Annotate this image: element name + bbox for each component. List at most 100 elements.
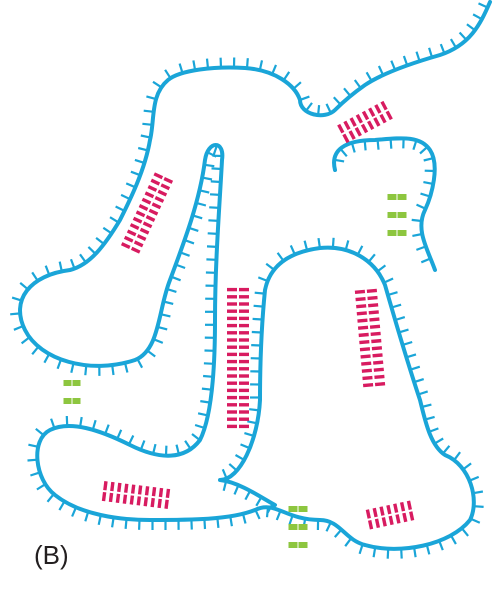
watson-crick-pair bbox=[372, 346, 382, 350]
watson-crick-pair bbox=[227, 410, 237, 413]
watson-crick-pair bbox=[227, 418, 237, 421]
watson-crick-pair bbox=[367, 120, 374, 130]
watson-crick-pair bbox=[371, 332, 381, 336]
watson-crick-pair bbox=[379, 506, 384, 516]
watson-crick-pair bbox=[117, 483, 121, 492]
watson-crick-pair bbox=[227, 346, 237, 349]
watson-crick-pair bbox=[361, 124, 368, 134]
watson-crick-pair bbox=[239, 367, 249, 370]
watson-crick-pair bbox=[239, 410, 249, 413]
watson-crick-pair bbox=[369, 317, 379, 321]
watson-crick-pair bbox=[161, 183, 171, 190]
watson-crick-pair bbox=[127, 229, 137, 236]
watson-crick-pair bbox=[370, 325, 380, 329]
panel-label: (B) bbox=[34, 540, 69, 571]
watson-crick-pair bbox=[116, 494, 120, 503]
watson-crick-pair bbox=[130, 223, 140, 230]
watson-crick-pair bbox=[145, 486, 149, 495]
base-ticks bbox=[10, 3, 487, 558]
watson-crick-pair bbox=[227, 367, 237, 370]
watson-crick-pair bbox=[159, 488, 163, 497]
watson-crick-pair bbox=[239, 382, 249, 385]
watson-crick-pair bbox=[151, 179, 161, 186]
watson-crick-pair bbox=[239, 403, 249, 406]
watson-crick-pair bbox=[163, 177, 173, 184]
watson-crick-pair bbox=[227, 425, 237, 428]
watson-crick-pair bbox=[400, 502, 405, 512]
watson-crick-pair bbox=[239, 317, 249, 320]
watson-crick-pair-block bbox=[366, 500, 415, 529]
watson-crick-pair bbox=[102, 492, 106, 501]
watson-crick-pair bbox=[109, 493, 113, 502]
watson-crick-pair-block bbox=[102, 481, 170, 509]
watson-crick-pair bbox=[337, 124, 344, 134]
watson-crick-pair bbox=[152, 487, 156, 496]
watson-crick-pair bbox=[145, 191, 155, 198]
watson-crick-pair bbox=[164, 500, 168, 509]
watson-crick-pair bbox=[379, 114, 386, 124]
watson-crick-pair bbox=[148, 185, 158, 192]
non-canonical-pair bbox=[73, 398, 81, 404]
watson-crick-pair bbox=[372, 353, 382, 357]
watson-crick-pair bbox=[143, 221, 153, 228]
watson-crick-pair bbox=[355, 297, 365, 301]
watson-crick-pair bbox=[155, 196, 165, 203]
watson-crick-pair bbox=[342, 134, 349, 144]
watson-crick-pair bbox=[130, 495, 134, 504]
non-canonical-pair bbox=[64, 380, 72, 386]
non-canonical-pair bbox=[388, 194, 397, 200]
watson-crick-pair bbox=[227, 389, 237, 392]
watson-crick-pair bbox=[227, 310, 237, 313]
watson-crick-pair bbox=[369, 310, 379, 314]
watson-crick-pair bbox=[239, 310, 249, 313]
non-canonical-pair bbox=[299, 524, 308, 530]
watson-crick-pair bbox=[239, 418, 249, 421]
watson-crick-pair bbox=[124, 484, 128, 493]
watson-crick-pair bbox=[239, 389, 249, 392]
non-canonical-pair bbox=[73, 380, 81, 386]
watson-crick-pair bbox=[355, 127, 362, 137]
watson-crick-pair bbox=[362, 369, 372, 373]
watson-crick-pair bbox=[149, 209, 159, 216]
watson-crick-pair bbox=[367, 296, 377, 300]
watson-crick-pair bbox=[374, 368, 384, 372]
watson-crick-pair bbox=[137, 496, 141, 505]
watson-crick-pair bbox=[239, 346, 249, 349]
watson-crick-pair bbox=[152, 202, 162, 209]
watson-crick-pair bbox=[227, 338, 237, 341]
watson-crick-pair bbox=[136, 210, 146, 217]
watson-crick-pair bbox=[373, 360, 383, 364]
watson-crick-pair-block bbox=[355, 289, 385, 388]
rna-backbone-strand bbox=[20, 2, 490, 549]
watson-crick-pair bbox=[380, 101, 387, 111]
watson-crick-pair bbox=[362, 376, 372, 380]
non-canonical-pair-block bbox=[388, 194, 407, 236]
watson-crick-pair bbox=[166, 489, 170, 498]
watson-crick-pair bbox=[359, 333, 369, 337]
watson-crick-pair bbox=[374, 104, 381, 114]
watson-crick-pair bbox=[349, 130, 356, 140]
watson-crick-pair bbox=[121, 242, 131, 249]
watson-crick-pair bbox=[356, 114, 363, 124]
watson-crick-pair bbox=[239, 302, 249, 305]
watson-crick-pair bbox=[133, 217, 143, 224]
watson-crick-pair bbox=[368, 520, 373, 530]
watson-crick-pair bbox=[360, 347, 370, 351]
non-canonical-pair bbox=[289, 542, 298, 548]
watson-crick-pair bbox=[227, 295, 237, 298]
watson-crick-pair bbox=[363, 383, 373, 387]
watson-crick-pair bbox=[227, 353, 237, 356]
watson-crick-pair bbox=[373, 117, 380, 127]
watson-crick-pair bbox=[227, 360, 237, 363]
watson-crick-pair bbox=[356, 304, 366, 308]
watson-crick-pair bbox=[375, 382, 385, 386]
non-canonical-pair bbox=[289, 524, 298, 530]
watson-crick-pair bbox=[357, 311, 367, 315]
watson-crick-pair bbox=[239, 425, 249, 428]
non-canonical-pair bbox=[299, 542, 308, 548]
watson-crick-pair bbox=[395, 514, 400, 524]
watson-crick-pair-block bbox=[337, 101, 393, 143]
watson-crick-pair bbox=[239, 288, 249, 291]
watson-crick-pair bbox=[355, 290, 365, 294]
